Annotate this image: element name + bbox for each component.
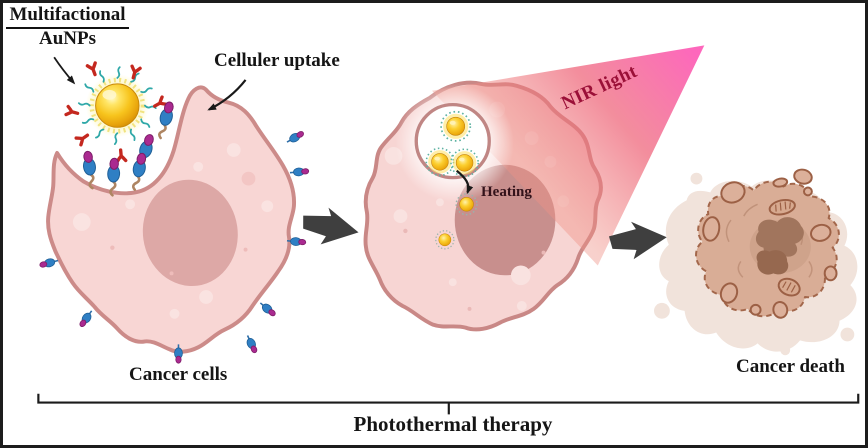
cancer-death-label: Cancer death	[736, 356, 845, 377]
cell1-vesicles	[72, 143, 274, 319]
aunp-label-arrow	[53, 56, 76, 85]
aunp-label-line1: Multifactional	[6, 4, 129, 29]
uptake-arrow	[207, 79, 247, 111]
aunp-cluster	[64, 61, 178, 197]
aunp-label: Multifactional AuNPs	[6, 4, 129, 49]
heating-arrow	[455, 169, 474, 195]
cell2-dots	[403, 228, 546, 311]
mitochondria	[768, 198, 801, 297]
cell-fragments	[702, 168, 838, 319]
nucleus-fragments	[755, 217, 804, 275]
illustration-canvas	[37, 45, 860, 415]
gold-nanoparticle	[95, 83, 140, 128]
photothermal-therapy-label: Photothermal therapy	[353, 412, 553, 436]
cancer-cell-1	[38, 85, 310, 364]
endosome-vesicle	[395, 83, 514, 203]
cancer-cells-label: Cancer cells	[129, 364, 228, 385]
heating-label: Heating	[481, 184, 532, 200]
nir-beam	[432, 45, 705, 266]
released-nanoparticles	[435, 193, 478, 250]
bracket	[37, 393, 860, 415]
cell1-nucleus	[142, 179, 238, 287]
flow-arrow-1	[299, 203, 362, 250]
dead-cell	[654, 168, 858, 356]
aunp-label-line2: AuNPs	[38, 27, 96, 49]
cellular-uptake-label: Celluler uptake	[214, 50, 340, 71]
